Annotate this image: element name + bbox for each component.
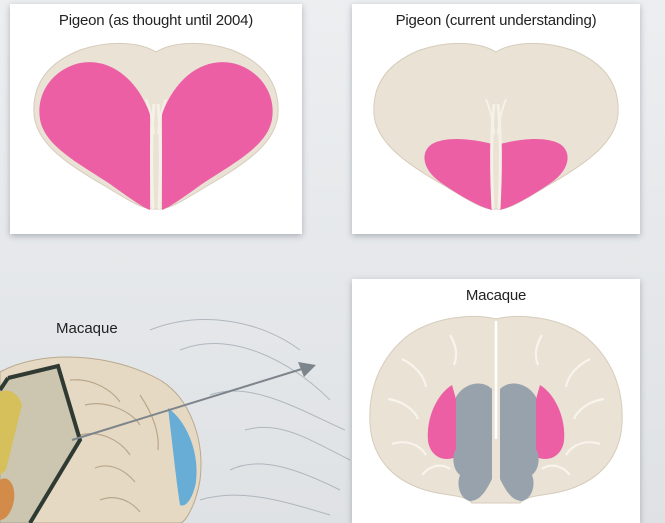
- macaque-side-label: Macaque: [56, 320, 118, 337]
- gray-region: [453, 383, 492, 501]
- pink-region-left: [424, 139, 492, 210]
- brain-tissue: [374, 43, 618, 209]
- panel-pigeon-old: Pigeon (as thought until 2004): [10, 4, 302, 234]
- pink-region-right: [500, 139, 568, 210]
- panel-macaque: Macaque: [352, 279, 640, 523]
- pigeon-brain-new-diagram: [352, 4, 640, 234]
- pigeon-brain-old-diagram: [10, 4, 302, 234]
- gray-region: [500, 383, 539, 501]
- macaque-brain-section-diagram: [352, 279, 640, 523]
- panel-pigeon-new: Pigeon (current understanding): [352, 4, 640, 234]
